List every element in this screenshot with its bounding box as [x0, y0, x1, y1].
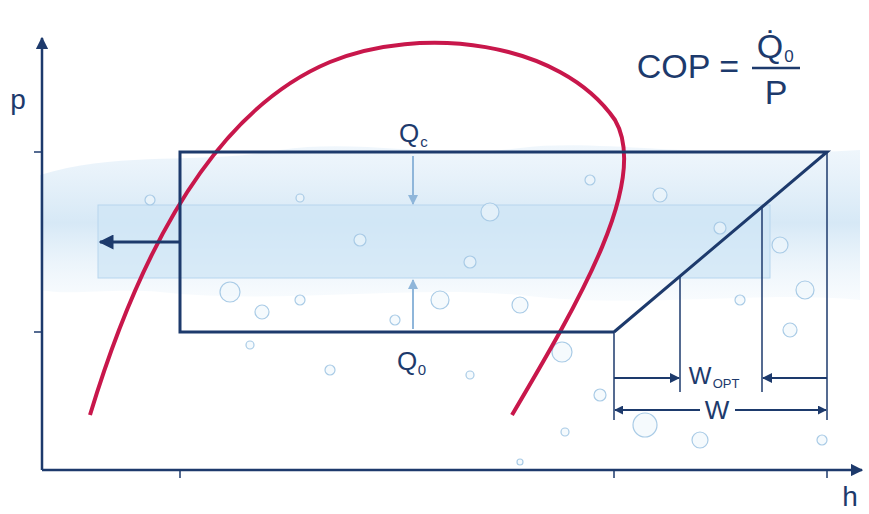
bubble: [466, 371, 474, 379]
bubble: [653, 188, 667, 202]
axis-label: p: [10, 86, 26, 114]
pressure-axis: [41, 38, 44, 470]
bubble: [295, 295, 305, 305]
bubble: [481, 203, 499, 221]
extension-line: [613, 332, 615, 420]
tick: [34, 331, 42, 333]
bubble: [431, 291, 449, 309]
extension-line: [826, 152, 828, 420]
work-label: W: [688, 364, 713, 388]
refrigeration-cycle: [180, 152, 827, 332]
bubble: [714, 222, 726, 234]
formula-text: COP =: [637, 49, 739, 83]
heat-subscript: 0: [418, 362, 426, 377]
work-label: W: [704, 397, 731, 423]
tick: [826, 470, 828, 478]
bubble: [783, 323, 797, 337]
bubble: [817, 435, 827, 445]
tick: [613, 470, 615, 478]
bubble: [594, 389, 606, 401]
bubble: [220, 282, 240, 302]
bubble: [517, 459, 523, 465]
bubble: [464, 256, 476, 268]
tick: [34, 151, 42, 153]
extension-line: [761, 207, 763, 392]
bubble: [633, 413, 657, 437]
bubble: [512, 297, 528, 313]
w-opt-arrow: [614, 377, 679, 379]
work-subscript: OPT: [712, 377, 741, 390]
heat-out-arrow: [100, 241, 180, 244]
heat-subscript: c: [420, 134, 428, 149]
w-dimension-line: [735, 409, 826, 411]
bubble: [390, 315, 400, 325]
axis-label: h: [842, 483, 858, 511]
bubble: [735, 295, 745, 305]
extension-line: [679, 277, 681, 392]
bubble: [246, 341, 254, 349]
w-dimension-line: [615, 409, 700, 411]
evaporator-heat-arrow: [412, 280, 414, 329]
bubble: [255, 305, 269, 319]
bubble: [354, 234, 366, 246]
bubble: [561, 428, 569, 436]
bubble: [585, 175, 595, 185]
heat-label: Q: [399, 120, 419, 146]
tick: [179, 470, 181, 478]
saturation-curve: [90, 43, 624, 415]
bubble: [692, 432, 708, 448]
water-layer: [98, 205, 770, 278]
condenser-heat-arrow: [412, 156, 414, 204]
bubble: [796, 281, 814, 299]
work-dimensions: [614, 152, 827, 420]
bubbles: [145, 175, 827, 465]
fraction-bar: [752, 67, 800, 70]
formula-subscript: 0: [784, 48, 793, 65]
formula-symbol: Q̇: [757, 29, 783, 63]
formula-symbol: P: [765, 75, 788, 109]
bubble: [325, 365, 335, 375]
heat-label: Q: [397, 348, 417, 374]
bubble: [772, 237, 788, 253]
bubble: [552, 342, 572, 362]
bubble: [145, 195, 155, 205]
bubble: [296, 194, 304, 202]
enthalpy-axis: [42, 469, 862, 472]
axis-ticks: [34, 152, 827, 478]
w-opt-arrow: [763, 377, 827, 379]
water-band: [40, 145, 860, 300]
